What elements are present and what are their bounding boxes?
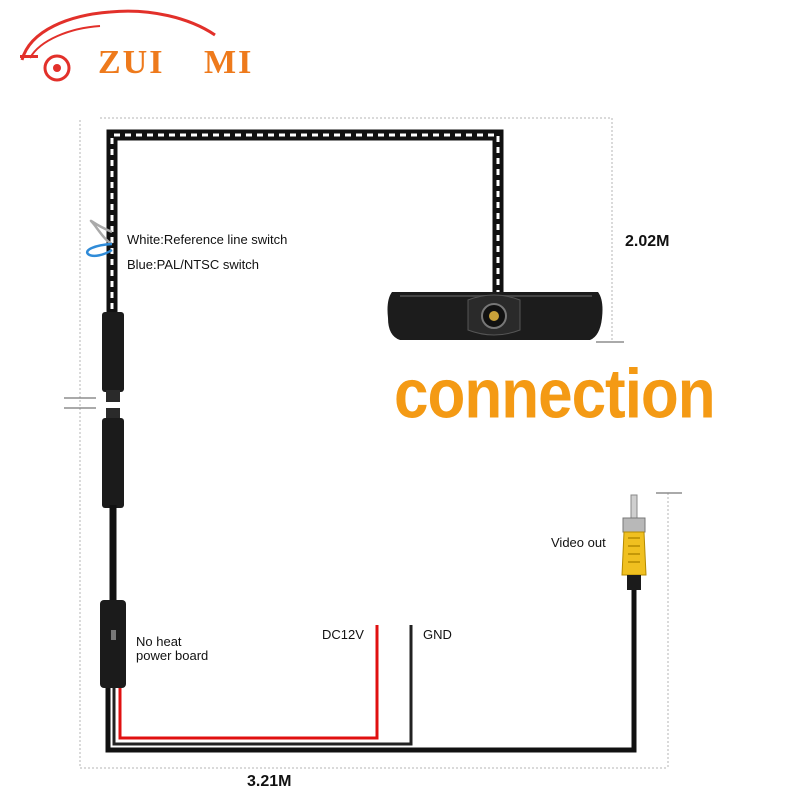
brand-part2: MI xyxy=(204,44,254,81)
gnd-label: GND xyxy=(423,627,452,642)
power-board-label-line2: power board xyxy=(136,648,209,663)
lower-connector xyxy=(102,408,124,508)
dimension-frame xyxy=(79,117,669,769)
power-board xyxy=(100,600,126,688)
white-wire-label: White:Reference line switch xyxy=(127,232,288,247)
rca-connector xyxy=(621,494,647,590)
logo-car-icon xyxy=(20,9,216,82)
headline: connection xyxy=(394,356,716,434)
camera xyxy=(387,292,603,340)
upper-connector xyxy=(102,312,124,402)
horizontal-dimension: 3.21M xyxy=(247,773,292,790)
dc12v-label: DC12V xyxy=(322,627,364,642)
vertical-dimension: 2.02M xyxy=(625,233,670,250)
blue-wire-label: Blue:PAL/NTSC switch xyxy=(127,257,259,272)
braided-cable xyxy=(106,129,504,320)
dimension-ticks xyxy=(64,341,682,494)
brand-part1: ZUI xyxy=(98,44,165,81)
output-wires xyxy=(105,590,637,753)
switch-wires xyxy=(85,219,113,258)
power-board-label-line1: No heat xyxy=(136,634,182,649)
video-out-label: Video out xyxy=(551,535,606,550)
